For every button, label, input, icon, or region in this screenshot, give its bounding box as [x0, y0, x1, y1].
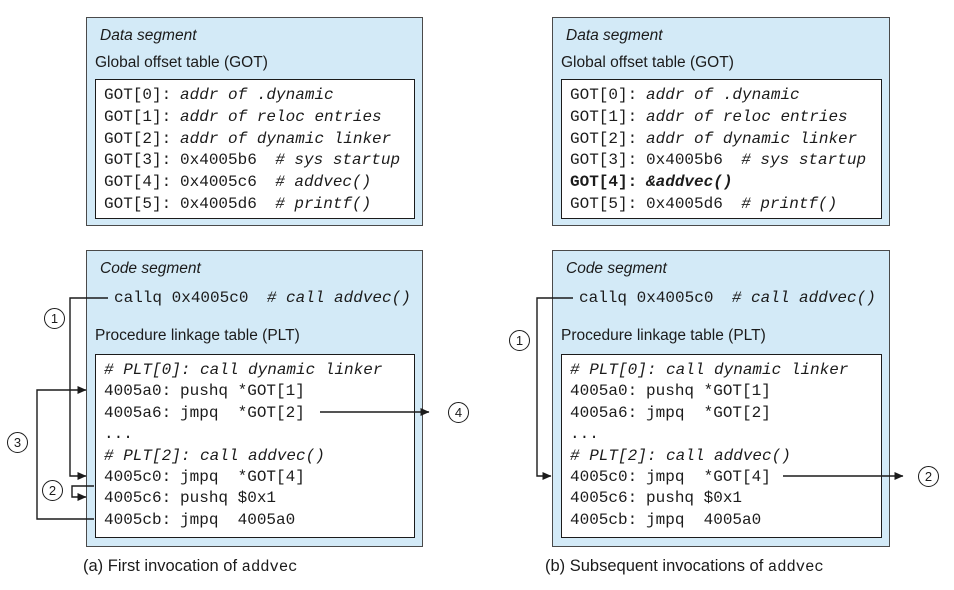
- plt-row: # PLT[0]: call dynamic linker: [570, 361, 849, 379]
- plt-row: 4005a6:jmpq *GOT[2]: [570, 403, 771, 422]
- got-row: GOT[3]:0x4005b6# sys startup: [570, 151, 867, 170]
- caption-a: (a) First invocation of addvec: [83, 557, 298, 576]
- plt-row: 4005c0:jmpq *GOT[4]: [570, 467, 771, 486]
- code-segment-box-a: Code segment callq 0x4005c0# call addvec…: [86, 250, 423, 547]
- plt-table-b: # PLT[0]: call dynamic linker 4005a0:pus…: [561, 354, 882, 538]
- plt-row: 4005c0:jmpq *GOT[4]: [104, 467, 305, 486]
- step-marker-b2: 2: [918, 466, 939, 487]
- call-instruction-b: callq 0x4005c0# call addvec(): [579, 289, 876, 307]
- got-row: GOT[1]:addr of reloc entries: [104, 107, 382, 126]
- got-row: GOT[2]:addr of dynamic linker: [570, 129, 858, 148]
- got-row: GOT[0]:addr of .dynamic: [570, 86, 800, 104]
- got-row: GOT[0]:addr of .dynamic: [104, 86, 334, 104]
- plt-row: 4005a6:jmpq *GOT[2]: [104, 403, 305, 422]
- got-table-b: GOT[0]:addr of .dynamic GOT[1]:addr of r…: [561, 79, 882, 219]
- plt-row: 4005a0:pushq *GOT[1]: [570, 382, 771, 401]
- got-row: GOT[5]:0x4005d6# printf(): [104, 194, 372, 213]
- plt-row: 4005cb:jmpq 4005a0: [570, 510, 762, 529]
- plt-row: ...: [104, 425, 133, 444]
- plt-row: # PLT[0]: call dynamic linker: [104, 361, 383, 379]
- code-segment-box-b: Code segment callq 0x4005c0# call addvec…: [552, 250, 890, 547]
- code-segment-label-a: Code segment: [100, 260, 201, 277]
- plt-row: 4005c6:pushq $0x1: [570, 489, 743, 508]
- step-marker-b1: 1: [509, 330, 530, 351]
- data-segment-label-b: Data segment: [566, 27, 663, 44]
- step-marker-a2: 2: [42, 480, 63, 501]
- got-row: GOT[4]:0x4005c6# addvec(): [104, 173, 372, 192]
- data-segment-box-a: Data segment Global offset table (GOT) G…: [86, 17, 423, 226]
- got-row-updated: GOT[4]:&addvec(): [570, 173, 733, 192]
- plt-row: # PLT[2]: call addvec(): [570, 446, 791, 465]
- plt-row: 4005a0:pushq *GOT[1]: [104, 382, 305, 401]
- got-title-a: Global offset table (GOT): [95, 54, 268, 71]
- code-segment-label-b: Code segment: [566, 260, 667, 277]
- caption-b: (b) Subsequent invocations of addvec: [545, 557, 824, 576]
- got-row: GOT[5]:0x4005d6# printf(): [570, 194, 838, 213]
- step-marker-a4: 4: [448, 402, 469, 423]
- plt-title-b: Procedure linkage table (PLT): [561, 327, 766, 344]
- plt-row: ...: [570, 425, 599, 444]
- step-marker-a3: 3: [7, 432, 28, 453]
- plt-title-a: Procedure linkage table (PLT): [95, 327, 300, 344]
- data-segment-label-a: Data segment: [100, 27, 197, 44]
- step-marker-a1: 1: [44, 308, 65, 329]
- got-table-a: GOT[0]:addr of .dynamic GOT[1]:addr of r…: [95, 79, 415, 219]
- got-row: GOT[2]:addr of dynamic linker: [104, 129, 392, 148]
- got-row: GOT[1]:addr of reloc entries: [570, 107, 848, 126]
- data-segment-box-b: Data segment Global offset table (GOT) G…: [552, 17, 890, 226]
- plt-row: 4005c6:pushq $0x1: [104, 489, 277, 508]
- plt-table-a: # PLT[0]: call dynamic linker 4005a0:pus…: [95, 354, 415, 538]
- plt-row: 4005cb:jmpq 4005a0: [104, 510, 296, 529]
- plt-row: # PLT[2]: call addvec(): [104, 446, 325, 465]
- got-title-b: Global offset table (GOT): [561, 54, 734, 71]
- call-instruction-a: callq 0x4005c0# call addvec(): [114, 289, 411, 307]
- got-row: GOT[3]:0x4005b6# sys startup: [104, 151, 401, 170]
